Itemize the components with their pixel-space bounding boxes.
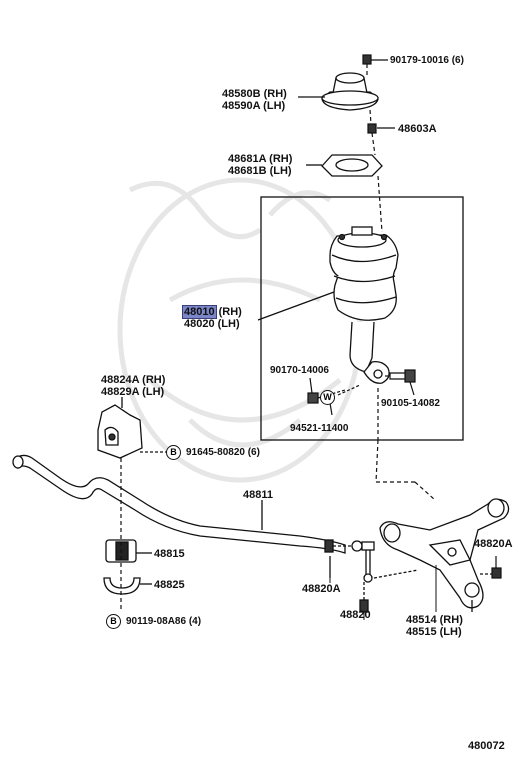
nut-48603A — [367, 123, 395, 134]
label-48820: 48820 — [340, 609, 371, 621]
air-spring-48010 — [257, 226, 399, 384]
plate-48681A — [306, 154, 383, 177]
label-48580B: 48580B (RH) — [222, 88, 287, 100]
symbol-b-upper: B — [166, 445, 181, 460]
label-48590A: 48590A (LH) — [222, 100, 286, 112]
label-48681A: 48681A (RH) — [228, 153, 293, 165]
label-48829A: 48829A (LH) — [101, 386, 165, 398]
label-48010-side: (RH) — [218, 306, 242, 318]
diagram-number: 480072 — [468, 740, 505, 752]
label-48815: 48815 — [154, 548, 185, 560]
top-nut-90179 — [362, 54, 388, 65]
label-94521: 94521-11400 — [290, 423, 349, 434]
lower-arm-48514 — [379, 498, 510, 612]
air-spring-to-arm-dashed — [375, 388, 436, 501]
label-90105: 90105-14082 — [381, 398, 440, 409]
clamp-48825 — [103, 577, 152, 595]
label-48514: 48514 (RH) — [406, 614, 463, 626]
nut-90170 — [307, 377, 346, 404]
center-axis-dashed — [366, 64, 383, 233]
label-48681B: 48681B (LH) — [228, 165, 292, 177]
label-48824A: 48824A (RH) — [101, 374, 166, 386]
lead-lines — [329, 565, 437, 620]
bracket-48824A — [97, 397, 168, 459]
label-48820A-left: 48820A — [302, 583, 341, 595]
label-90179: 90179-10016 (6) — [390, 55, 464, 66]
bushing-48815 — [105, 539, 152, 563]
label-90170: 90170-14006 — [270, 365, 329, 376]
label-48515: 48515 (LH) — [406, 626, 462, 638]
bolt-90105 — [385, 369, 416, 396]
washer-symbol-w: W — [320, 390, 335, 405]
nut-48820A-right — [480, 556, 502, 579]
stabilizer-bar-48811 — [12, 454, 346, 554]
label-48811: 48811 — [243, 489, 273, 501]
label-48820A-right: 48820A — [474, 538, 513, 550]
upper-support-48580B — [298, 72, 379, 111]
washer-lead — [329, 384, 361, 416]
symbol-b-lower: B — [106, 614, 121, 629]
watermark-emblem — [117, 177, 363, 483]
label-48825: 48825 — [154, 579, 185, 591]
label-91645: 91645-80820 (6) — [186, 447, 260, 458]
label-48603A: 48603A — [398, 123, 437, 135]
label-48010[interactable]: 48010(RH) — [182, 305, 242, 319]
label-90119: 90119-08A86 (4) — [126, 616, 202, 627]
label-48020: 48020 (LH) — [184, 318, 240, 330]
highlighted-part-48010[interactable]: 48010 — [182, 305, 217, 319]
